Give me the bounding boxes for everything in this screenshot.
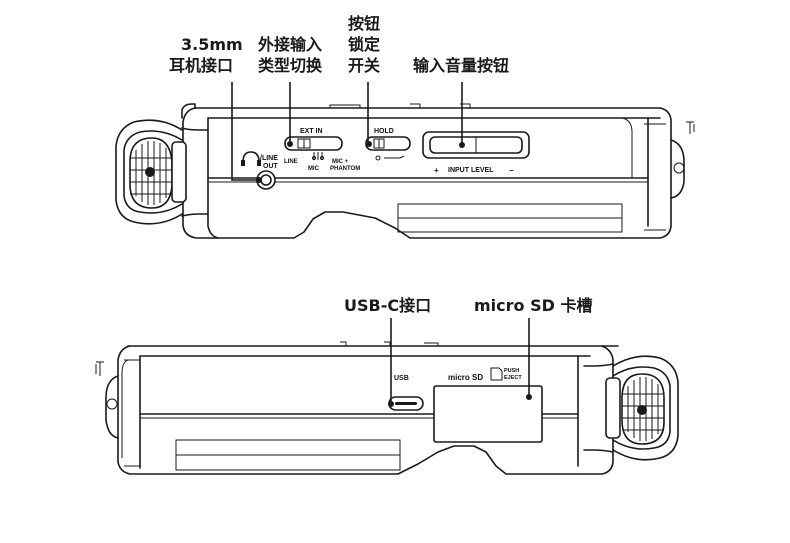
input-level-device-label: INPUT LEVEL [448,167,494,174]
headphone-icon [241,151,261,166]
line-position-label: LINE [284,159,298,165]
usb-device-label: USB [394,375,409,382]
ext-in-callout-line1: 外接输入 [257,35,322,54]
top-callout-leaders [231,82,465,183]
micro-sd-slot-cover[interactable] [433,385,543,443]
hold-callout-line3: 开关 [348,56,380,75]
sd-card-icon [490,367,503,381]
push-label: PUSH [504,368,519,374]
hold-callout-line2: 锁定 [348,35,380,54]
hold-device-label: HOLD [374,128,394,135]
line-out-label-1: /LINE [260,155,278,162]
micro-sd-device-label: micro SD [448,373,483,382]
hold-switch[interactable] [365,136,411,151]
bottom-device-view: USB micro SD PUSH EJECT [95,341,679,475]
hold-callout-line1: 按钮 [348,14,380,33]
mic-position-label: MIC [308,166,320,172]
sd-callout: micro SD 卡槽 [474,296,592,315]
mic-plus-position-label: MIC + [332,159,349,165]
input-level-button[interactable] [422,131,530,159]
headphone-jack[interactable] [256,170,276,190]
eject-label: EJECT [504,375,522,381]
usb-callout: USB-C接口 [344,296,431,315]
headphone-callout-line1: 3.5mm [181,35,243,54]
phantom-position-label: PHANTOM [330,166,360,172]
headphone-callout-line2: 耳机接口 [169,56,233,75]
input-level-callout: 输入音量按钮 [413,56,509,75]
ext-in-callout-line2: 类型切换 [258,56,323,75]
top-device-view: /LINE OUT EXT IN LINE MIC MIC + PHANTOM … [115,103,695,239]
ext-in-device-label: EXT IN [300,128,323,135]
bottom-callout-leaders [388,318,532,407]
ext-in-switch[interactable] [284,136,343,151]
usb-c-port[interactable] [388,396,424,411]
line-out-label-2: OUT [263,163,279,170]
lock-icon [375,155,405,161]
input-level-plus-label: + [434,166,439,175]
input-level-minus-label: − [509,166,514,175]
